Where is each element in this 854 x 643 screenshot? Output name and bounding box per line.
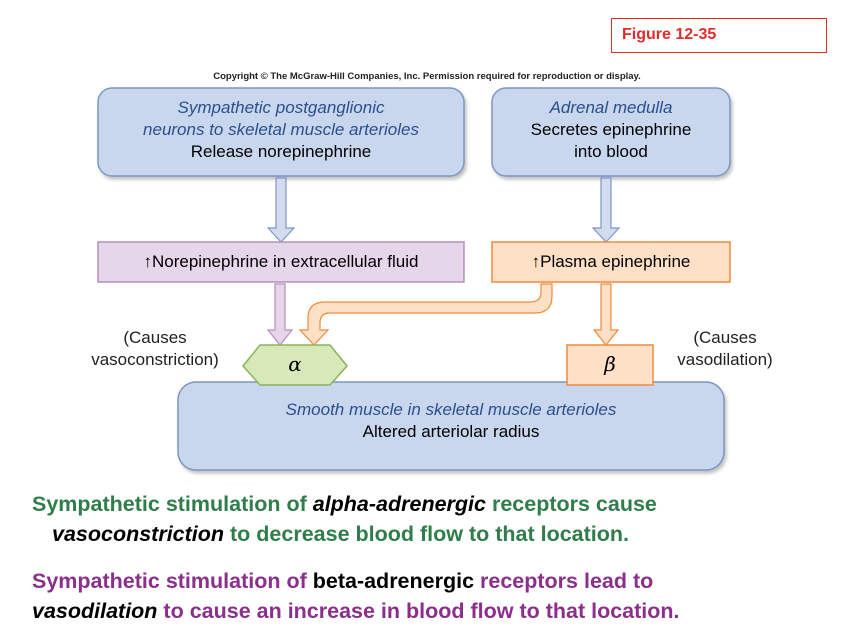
- smooth-muscle-box: [177, 381, 725, 471]
- arrow-norepinephrine-to-alpha: [266, 283, 294, 346]
- norepinephrine-ecf-label: ↑Norepinephrine in extracellular fluid: [143, 252, 419, 271]
- alpha-explanation-line2: vasoconstriction to decrease blood flow …: [32, 519, 842, 549]
- beta-symbol: β: [604, 352, 616, 376]
- arrow-plasma-to-beta: [592, 283, 620, 346]
- adrenal-line2: Secretes epinephrine: [530, 120, 692, 139]
- beta-explanation-line1: Sympathetic stimulation of beta-adrenerg…: [32, 566, 847, 596]
- beta-receptor-shape: [566, 344, 654, 386]
- alpha-symbol: α: [288, 352, 302, 376]
- p1-part-e: to decrease blood flow to that location.: [224, 522, 629, 546]
- right-annotation-line1: (Causes: [693, 328, 757, 347]
- adrenal-medulla-box: [491, 87, 731, 177]
- alpha-receptor-shape: [242, 344, 348, 386]
- p1-alpha-adrenergic: alpha-adrenergic: [312, 492, 486, 516]
- p2-part-c: receptors lead to: [474, 569, 654, 593]
- p1-vasoconstriction: vasoconstriction: [52, 522, 225, 546]
- norepinephrine-ecf-box: [97, 241, 465, 283]
- smooth-muscle-line1: Smooth muscle in skeletal muscle arterio…: [285, 400, 617, 419]
- vasoconstriction-annotation: (Causes vasoconstriction): [70, 327, 240, 371]
- p1-part-c: receptors cause: [485, 492, 657, 516]
- sympathetic-neurons-text: Sympathetic postganglionic neurons to sk…: [98, 97, 464, 163]
- alpha-explanation-line1: Sympathetic stimulation of alpha-adrener…: [32, 489, 842, 519]
- plasma-epinephrine-label: ↑Plasma epinephrine: [531, 252, 691, 271]
- flow-diagram: [97, 87, 731, 471]
- plasma-epinephrine-box: [491, 241, 731, 283]
- copyright-notice: Copyright © The McGraw-Hill Companies, I…: [213, 71, 641, 82]
- p2-part-a: Sympathetic stimulation of: [32, 569, 313, 593]
- adrenal-line3: into blood: [574, 142, 648, 161]
- sympathetic-neurons-box: [97, 87, 465, 177]
- arrow-sympathetic-to-norepinephrine: [266, 177, 296, 243]
- right-annotation-line2: vasodilation): [677, 350, 773, 369]
- sympathetic-line2: neurons to skeletal muscle arterioles: [143, 120, 419, 139]
- smooth-muscle-line2: Altered arteriolar radius: [362, 422, 540, 441]
- sympathetic-line3: Release norepinephrine: [190, 142, 372, 161]
- p1-part-a: Sympathetic stimulation of: [32, 492, 313, 516]
- beta-explanation: Sympathetic stimulation of beta-adrenerg…: [32, 566, 847, 626]
- left-annotation-line2: vasoconstriction): [91, 350, 219, 369]
- adrenal-line1: Adrenal medulla: [549, 98, 673, 117]
- p2-beta-adrenergic: beta-adrenergic: [312, 569, 475, 593]
- alpha-explanation: Sympathetic stimulation of alpha-adrener…: [32, 489, 842, 549]
- arrow-plasma-to-alpha: [298, 283, 553, 346]
- arrow-adrenal-to-plasma: [591, 177, 621, 243]
- sympathetic-line1: Sympathetic postganglionic: [177, 98, 385, 117]
- p2-part-e: to cause an increase in blood flow to th…: [157, 599, 680, 623]
- smooth-muscle-text: Smooth muscle in skeletal muscle arterio…: [178, 399, 724, 443]
- p2-vasodilation: vasodilation: [32, 599, 158, 623]
- vasodilation-annotation: (Causes vasodilation): [650, 327, 800, 371]
- left-annotation-line1: (Causes: [123, 328, 187, 347]
- figure-label: Figure 12-35: [611, 18, 827, 53]
- adrenal-medulla-text: Adrenal medulla Secretes epinephrine int…: [492, 97, 730, 163]
- beta-explanation-line2: vasodilation to cause an increase in blo…: [32, 596, 847, 626]
